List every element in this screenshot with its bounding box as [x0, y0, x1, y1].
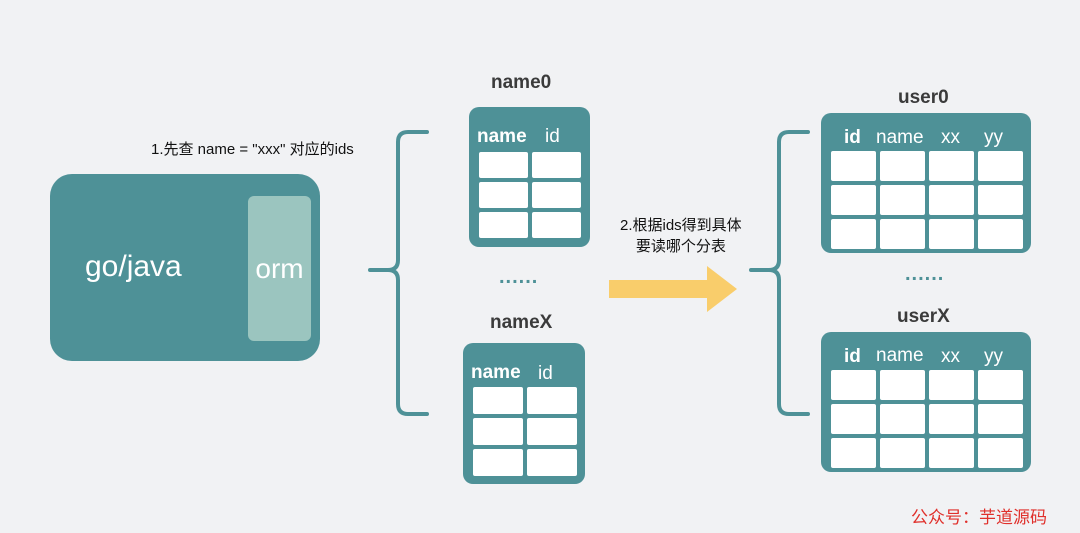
- table-cell: [929, 438, 974, 468]
- namex-col-id: id: [538, 363, 553, 384]
- table-cell: [831, 438, 876, 468]
- namex-title: nameX: [490, 312, 553, 333]
- userx-title: userX: [897, 306, 950, 327]
- step2-label: 2.根据ids得到具体 要读哪个分表: [620, 215, 742, 257]
- table-cell: [880, 185, 925, 215]
- user0-col-id: id: [844, 127, 861, 148]
- watermark: 公众号：芋道源码: [911, 508, 1047, 528]
- name0-col-name: name: [477, 126, 527, 147]
- orm-label: orm: [255, 252, 304, 284]
- table-cell: [978, 185, 1023, 215]
- namex-grid: [473, 387, 577, 476]
- table-cell: [880, 151, 925, 181]
- namex-col-name: name: [471, 362, 521, 383]
- table-cell: [978, 370, 1023, 400]
- table-cell: [479, 152, 528, 178]
- table-cell: [880, 370, 925, 400]
- table-cell: [527, 449, 577, 476]
- table-cell: [473, 418, 523, 445]
- name0-title: name0: [491, 72, 552, 93]
- table-cell: [929, 219, 974, 249]
- step2-line1: 2.根据ids得到具体: [620, 217, 742, 234]
- step1-label: 1.先查 name = "xxx" 对应的ids: [151, 141, 354, 158]
- name0-grid: [479, 152, 581, 238]
- user0-title: user0: [898, 87, 949, 108]
- user0-col-xx: xx: [941, 127, 960, 148]
- table-cell: [831, 185, 876, 215]
- table-cell: [929, 370, 974, 400]
- userx-grid: [831, 370, 1023, 468]
- table-cell: [978, 438, 1023, 468]
- table-cell: [978, 151, 1023, 181]
- table-cell: [479, 182, 528, 208]
- table-cell: [532, 182, 581, 208]
- table-cell: [831, 404, 876, 434]
- user0-col-name: name: [876, 127, 924, 148]
- table-cell: [527, 387, 577, 414]
- table-cell: [880, 404, 925, 434]
- userx-table: id name xx yy: [821, 332, 1031, 472]
- table-cell: [473, 449, 523, 476]
- name-ellipsis: ......: [499, 266, 539, 288]
- user0-grid: [831, 151, 1023, 249]
- right-brace: [749, 130, 810, 416]
- table-cell: [880, 438, 925, 468]
- table-cell: [831, 219, 876, 249]
- table-cell: [831, 370, 876, 400]
- table-cell: [929, 151, 974, 181]
- user-ellipsis: ......: [905, 263, 945, 285]
- name0-table: name id: [469, 107, 590, 247]
- table-cell: [532, 212, 581, 238]
- table-cell: [527, 418, 577, 445]
- table-cell: [978, 219, 1023, 249]
- forward-arrow: [609, 266, 737, 312]
- table-cell: [978, 404, 1023, 434]
- table-cell: [532, 152, 581, 178]
- userx-col-id: id: [844, 346, 861, 367]
- user0-table: id name xx yy: [821, 113, 1031, 253]
- app-label: go/java: [85, 250, 182, 283]
- left-brace: [368, 130, 429, 416]
- user0-col-yy: yy: [984, 127, 1003, 148]
- userx-col-name: name: [876, 345, 924, 366]
- table-cell: [929, 185, 974, 215]
- table-cell: [479, 212, 528, 238]
- table-cell: [473, 387, 523, 414]
- name0-col-id: id: [545, 126, 560, 147]
- namex-table: name id: [463, 343, 585, 484]
- orm-block: orm: [248, 196, 311, 341]
- table-cell: [929, 404, 974, 434]
- step2-line2: 要读哪个分表: [635, 238, 726, 255]
- userx-col-xx: xx: [941, 346, 960, 367]
- userx-col-yy: yy: [984, 346, 1003, 367]
- table-cell: [831, 151, 876, 181]
- table-cell: [880, 219, 925, 249]
